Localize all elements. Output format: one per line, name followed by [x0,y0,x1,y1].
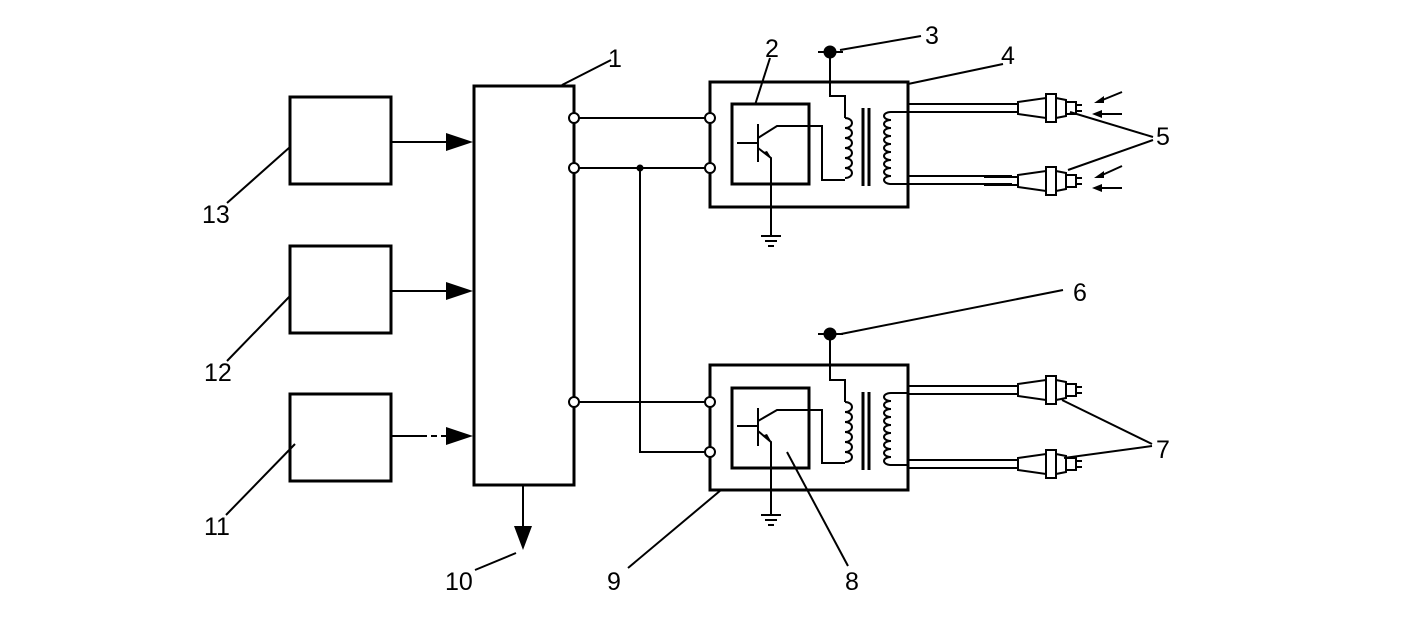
leader-lines [225,35,1154,571]
callout-6: 6 [1073,279,1087,307]
callout-10: 10 [445,568,473,596]
callout-8: 8 [845,568,859,596]
control-module [472,84,576,487]
battery-feed-upper [818,45,843,59]
coil-windings-upper [829,54,908,186]
coil-terminal [704,446,716,458]
module-terminal [568,112,580,124]
spark-plug [983,449,1083,479]
spark-plug [983,93,1083,123]
coil-terminal [704,162,716,174]
output-arrow [514,485,532,550]
coil-windings-lower [829,336,908,470]
callout-5: 5 [1156,123,1170,151]
callout-9: 9 [607,568,621,596]
input-arrow-13 [391,133,473,151]
callout-1: 1 [608,45,622,73]
module-terminal [568,396,580,408]
callout-13: 13 [202,201,230,229]
callout-12: 12 [204,359,232,387]
battery-feed-lower [818,327,843,341]
wiring-upper [574,117,710,169]
transistor-symbol-lower [737,408,845,526]
transistor-symbol-upper [737,124,845,247]
wiring-lower [574,164,710,453]
sensor-box-13 [288,95,393,186]
callout-11: 11 [204,513,230,541]
callout-3: 3 [925,22,939,50]
callout-2: 2 [765,35,779,63]
spark-plug [983,375,1083,405]
coil-terminal [704,112,716,124]
module-terminal [568,162,580,174]
sensor-box-12 [288,244,393,335]
spark-plug [983,166,1083,196]
callout-4: 4 [1001,42,1015,70]
coil-terminal [704,396,716,408]
spark-plug-leads-lower [908,385,1012,469]
junction-dot [636,164,644,172]
spark-plug-leads-upper [908,103,1012,185]
sensor-box-11 [288,392,393,483]
input-arrow-11 [391,427,473,445]
input-arrow-12 [391,282,473,300]
spark-indicator-arrows [1092,91,1123,192]
callout-7: 7 [1156,436,1170,464]
